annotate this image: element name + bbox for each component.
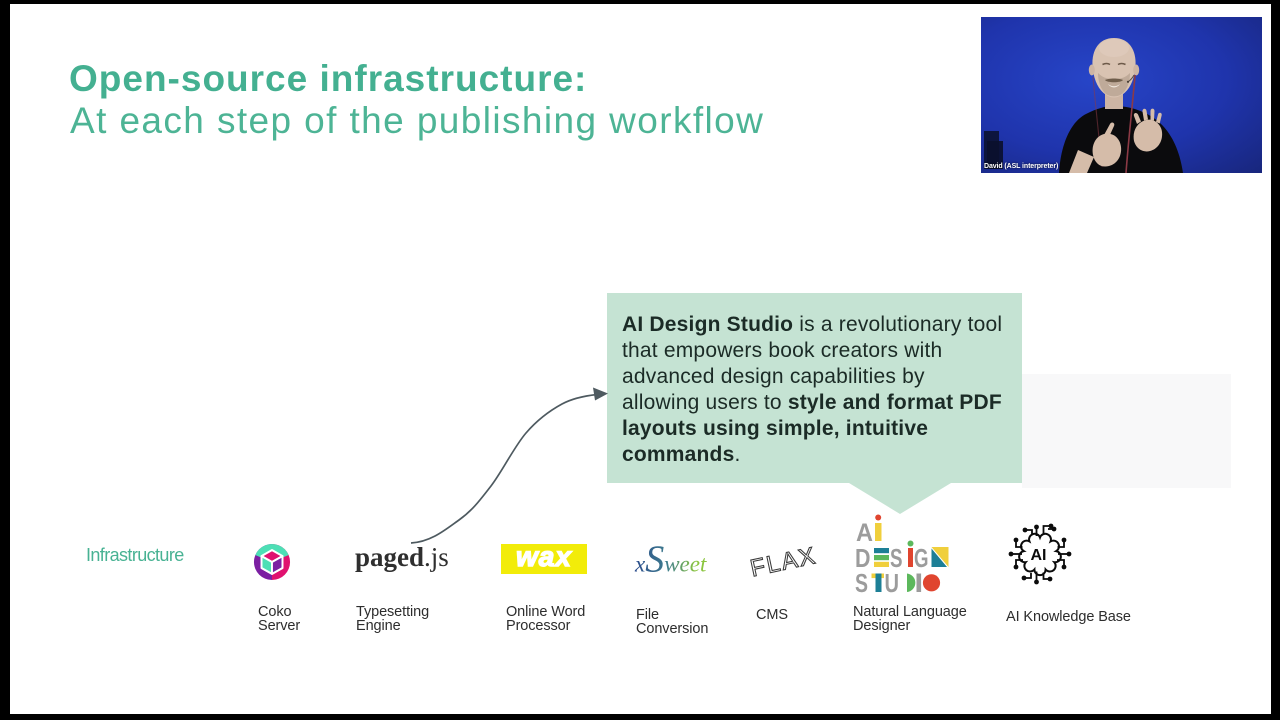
- svg-text:AI: AI: [1031, 547, 1047, 564]
- svg-text:FLAX: FLAX: [748, 542, 818, 582]
- svg-text:G: G: [914, 543, 929, 573]
- svg-text:xSweet: xSweet: [634, 540, 707, 581]
- svg-text:S: S: [855, 568, 868, 598]
- svg-text:A: A: [856, 519, 873, 547]
- svg-text:D: D: [855, 543, 871, 573]
- svg-text:S: S: [890, 543, 903, 573]
- svg-text:U: U: [885, 568, 900, 598]
